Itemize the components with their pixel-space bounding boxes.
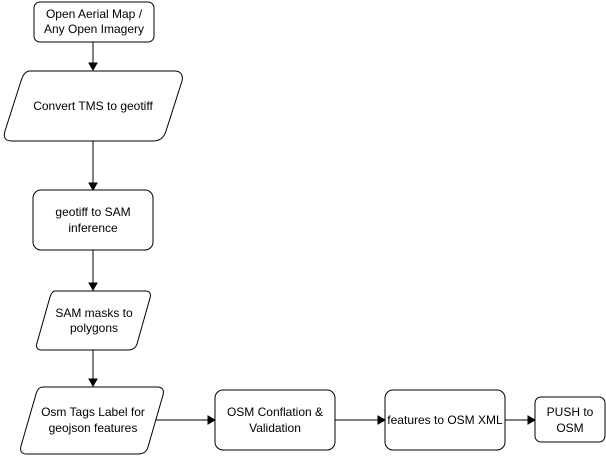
node-sam-masks-label-line1: SAM masks to — [55, 306, 133, 320]
node-push-osm-label-line1: PUSH to — [547, 405, 594, 419]
edge-convert-tms-to-geotiff-sam — [88, 141, 98, 192]
node-osm-tags-label-line2: geojson features — [49, 421, 138, 435]
node-sam-masks[interactable]: SAM masks to polygons — [36, 290, 151, 351]
node-osm-conflation-label-line1: OSM Conflation & — [227, 405, 323, 419]
node-open-aerial-map[interactable]: Open Aerial Map / Any Open Imagery — [33, 1, 155, 43]
edge-geotiff-sam-to-sam-masks — [88, 250, 98, 292]
node-osm-conflation-label-line2: Validation — [249, 421, 301, 435]
node-osm-tags[interactable]: Osm Tags Label for geojson features — [20, 386, 164, 455]
node-open-aerial-map-label-line2: Any Open Imagery — [44, 22, 144, 36]
node-features-xml[interactable]: features to OSM XML — [384, 389, 506, 451]
node-open-aerial-map-label-line1: Open Aerial Map / — [46, 7, 143, 21]
node-geotiff-sam-label-line2: inference — [68, 221, 118, 235]
node-convert-tms-label: Convert TMS to geotiff — [33, 99, 153, 113]
edge-osm-conflation-to-features-xml — [335, 415, 387, 425]
node-push-osm[interactable]: PUSH to OSM — [534, 396, 606, 443]
node-geotiff-sam-label-line1: geotiff to SAM — [55, 205, 130, 219]
node-convert-tms[interactable]: Convert TMS to geotiff — [3, 70, 183, 142]
node-osm-tags-label-line1: Osm Tags Label for — [41, 405, 145, 419]
edge-osm-tags-to-osm-conflation — [156, 415, 217, 425]
edge-open-aerial-to-convert-tms — [88, 42, 98, 72]
node-sam-masks-label-line2: polygons — [70, 321, 118, 335]
node-features-xml-label: features to OSM XML — [387, 413, 503, 427]
node-osm-conflation[interactable]: OSM Conflation & Validation — [214, 389, 336, 451]
node-geotiff-sam[interactable]: geotiff to SAM inference — [32, 189, 154, 251]
node-push-osm-label-line2: OSM — [556, 421, 583, 435]
edge-features-xml-to-push-osm — [505, 415, 537, 425]
edge-sam-masks-to-osm-tags — [88, 350, 98, 388]
